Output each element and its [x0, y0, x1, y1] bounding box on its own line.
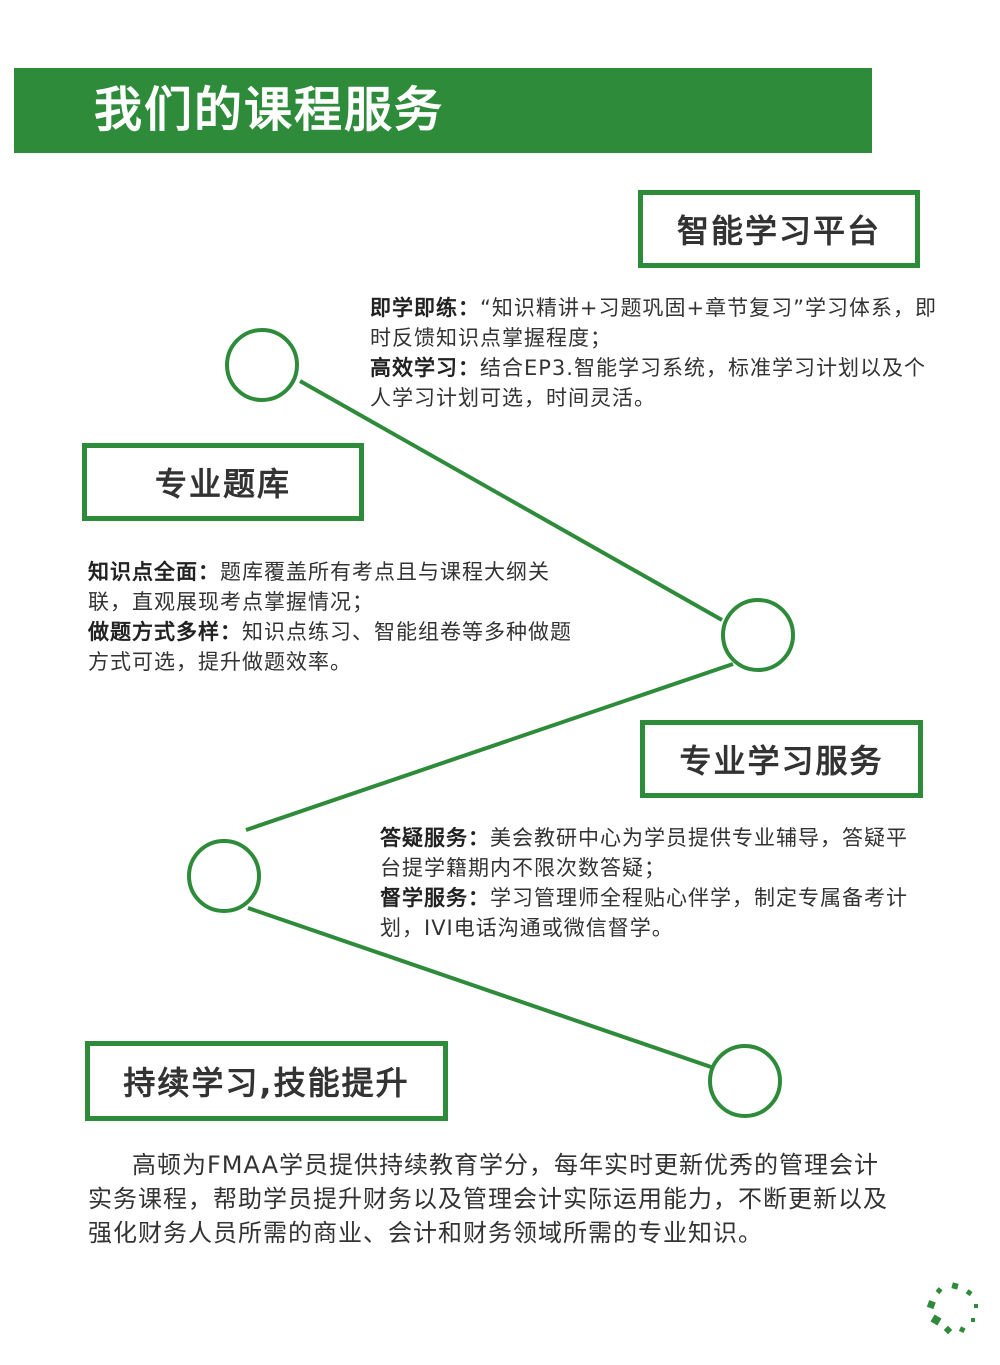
- section-title-question-bank: 专业题库: [82, 443, 364, 521]
- section-title-study-service: 专业学习服务: [640, 720, 923, 798]
- header-banner: 我们的课程服务: [14, 68, 872, 153]
- point-lead: 知识点全面：: [88, 560, 220, 584]
- point-text: 美会教研中心为学员提供专业辅导，答疑平台提学籍期内不限次数答疑；: [380, 826, 908, 880]
- section-desc-question-bank: 知识点全面：题库覆盖所有考点且与课程大纲关联，直观展现考点掌握情况； 做题方式多…: [88, 557, 588, 677]
- point-lead: 做题方式多样：: [88, 620, 242, 644]
- point-lead: 即学即练：: [370, 296, 480, 320]
- point-text: 知识点练习、智能组卷等多种做题方式可选，提升做题效率。: [88, 620, 572, 674]
- point-text: “知识精讲+习题巩固+章节复习”学习体系，即时反馈知识点掌握程度；: [370, 296, 937, 350]
- point-lead: 答疑服务：: [380, 826, 490, 850]
- point-text: 学习管理师全程贴心伴学，制定专属备考计划，IVI电话沟通或微信督学。: [380, 886, 908, 940]
- connector-line-3: [247, 906, 715, 1070]
- point: 答疑服务：美会教研中心为学员提供专业辅导，答疑平台提学籍期内不限次数答疑；: [380, 823, 925, 883]
- section-desc-smart-platform: 即学即练：“知识精讲+习题巩固+章节复习”学习体系，即时反馈知识点掌握程度； 高…: [370, 293, 940, 413]
- point-text: 结合EP3.智能学习系统，标准学习计划以及个人学习计划可选，时间灵活。: [370, 356, 926, 410]
- section-title-continuing-learning: 持续学习,技能提升: [85, 1041, 448, 1121]
- closing-paragraph: 高顿为FMAA学员提供持续教育学分，每年实时更新优秀的管理会计实务课程，帮助学员…: [88, 1151, 888, 1247]
- timeline-node-3-icon: [187, 839, 261, 913]
- point: 督学服务：学习管理师全程贴心伴学，制定专属备考计划，IVI电话沟通或微信督学。: [380, 883, 925, 943]
- page-title: 我们的课程服务: [94, 82, 445, 138]
- point: 高效学习：结合EP3.智能学习系统，标准学习计划以及个人学习计划可选，时间灵活。: [370, 353, 940, 413]
- connector-line-1: [299, 379, 723, 622]
- section-desc-study-service: 答疑服务：美会教研中心为学员提供专业辅导，答疑平台提学籍期内不限次数答疑； 督学…: [380, 823, 925, 943]
- section-title-smart-platform: 智能学习平台: [638, 190, 920, 268]
- timeline-node-1-icon: [225, 328, 299, 402]
- point-text: 题库覆盖所有考点且与课程大纲关联，直观展现考点掌握情况；: [88, 560, 550, 614]
- point: 知识点全面：题库覆盖所有考点且与课程大纲关联，直观展现考点掌握情况；: [88, 557, 588, 617]
- timeline-node-2-icon: [721, 598, 795, 672]
- point: 做题方式多样：知识点练习、智能组卷等多种做题方式可选，提升做题效率。: [88, 617, 588, 677]
- timeline-node-4-icon: [708, 1044, 782, 1118]
- point-lead: 督学服务：: [380, 886, 490, 910]
- connector-line-2: [245, 662, 734, 832]
- point: 即学即练：“知识精讲+习题巩固+章节复习”学习体系，即时反馈知识点掌握程度；: [370, 293, 940, 353]
- point-lead: 高效学习：: [370, 356, 480, 380]
- dotted-ring-icon: [926, 1282, 978, 1335]
